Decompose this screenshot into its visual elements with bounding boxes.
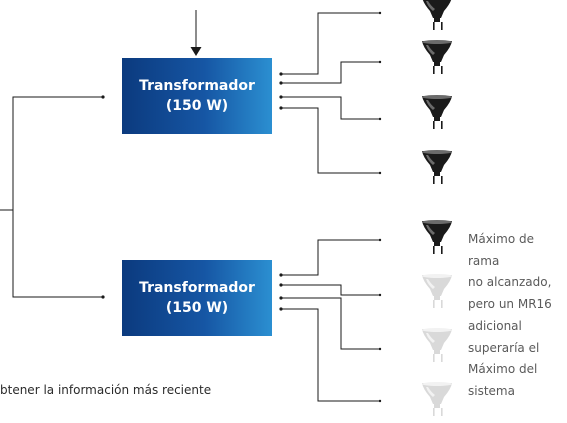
- note-line: Máximo de: [468, 232, 534, 246]
- transformer-1-outputs: [279, 11, 382, 175]
- footer-text: btener la información más reciente: [0, 383, 212, 397]
- lamp-icon: [422, 40, 452, 74]
- note-line: pero un MR16: [468, 297, 552, 312]
- transformer-box-1: Transformador (150 W): [122, 58, 272, 134]
- note-line: sistema: [468, 383, 515, 398]
- transformer-2-rating: (150 W): [165, 300, 229, 316]
- lamp-icon: [422, 382, 452, 416]
- note-line: rama: [468, 253, 500, 268]
- transformer-2-name: Transformador: [139, 280, 255, 296]
- supply-bus: [0, 95, 105, 299]
- transformer-box-2: Transformador (150 W): [122, 260, 272, 336]
- transformer-1-name: Transformador: [139, 78, 255, 94]
- lamp-icon: [422, 150, 452, 184]
- transformer-2-outputs: [279, 238, 382, 403]
- note-line: adicional: [468, 318, 522, 333]
- input-arrow: [190, 10, 202, 56]
- lamp-icon: [422, 274, 452, 308]
- lamp-icon: [422, 220, 452, 254]
- note-line: superaría el: [468, 340, 540, 355]
- lamp-icon: [422, 95, 452, 129]
- note-line: no alcanzado,: [468, 275, 552, 290]
- note-line: Máximo del: [468, 362, 538, 377]
- transformer-1-rating: (150 W): [165, 98, 229, 114]
- lamp-icon: [422, 0, 452, 30]
- lamp-icon: [422, 328, 452, 362]
- branch-limit-note: Máximo de rama no alcanzado, pero un MR1…: [468, 229, 567, 403]
